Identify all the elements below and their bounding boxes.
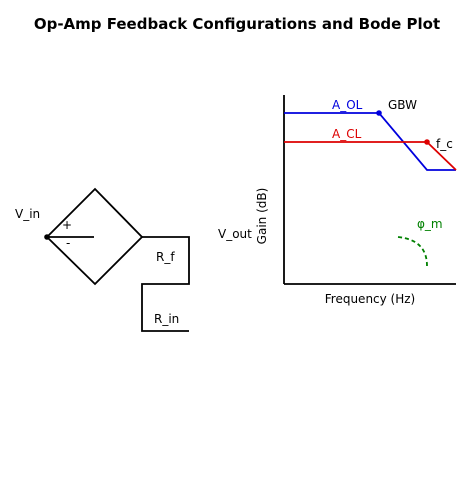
phase-margin-arc <box>397 236 428 267</box>
opamp-symbol <box>45 187 144 286</box>
bode-plot: Gain (dB) Frequency (Hz) A_OL GBW A_CL f… <box>255 95 457 306</box>
opamp-circuit: V_in + - V_out R_f R_in <box>15 187 252 332</box>
feedback-network-wire <box>141 236 190 332</box>
feedback-resistor-label: R_f <box>156 250 175 264</box>
closed-loop-gain-label: A_CL <box>332 127 362 141</box>
inverting-sign: - <box>66 236 70 250</box>
closed-loop-gain-curve <box>284 141 457 171</box>
gbw-point <box>376 110 382 116</box>
bode-y-axis-label: Gain (dB) <box>255 188 269 245</box>
noninverting-sign: + <box>62 218 72 232</box>
input-label: V_in <box>15 207 40 221</box>
corner-frequency-label: f_c <box>436 137 453 151</box>
open-loop-gain-label: A_OL <box>332 98 363 112</box>
gbw-label: GBW <box>388 98 417 112</box>
output-label: V_out <box>218 227 252 241</box>
input-resistor-label: R_in <box>154 312 179 326</box>
input-node-dot <box>44 234 50 240</box>
phase-margin-label: φ_m <box>417 217 443 231</box>
corner-frequency-point <box>424 139 430 145</box>
bode-x-axis-label: Frequency (Hz) <box>325 292 416 306</box>
diagram-title: Op-Amp Feedback Configurations and Bode … <box>34 15 440 33</box>
